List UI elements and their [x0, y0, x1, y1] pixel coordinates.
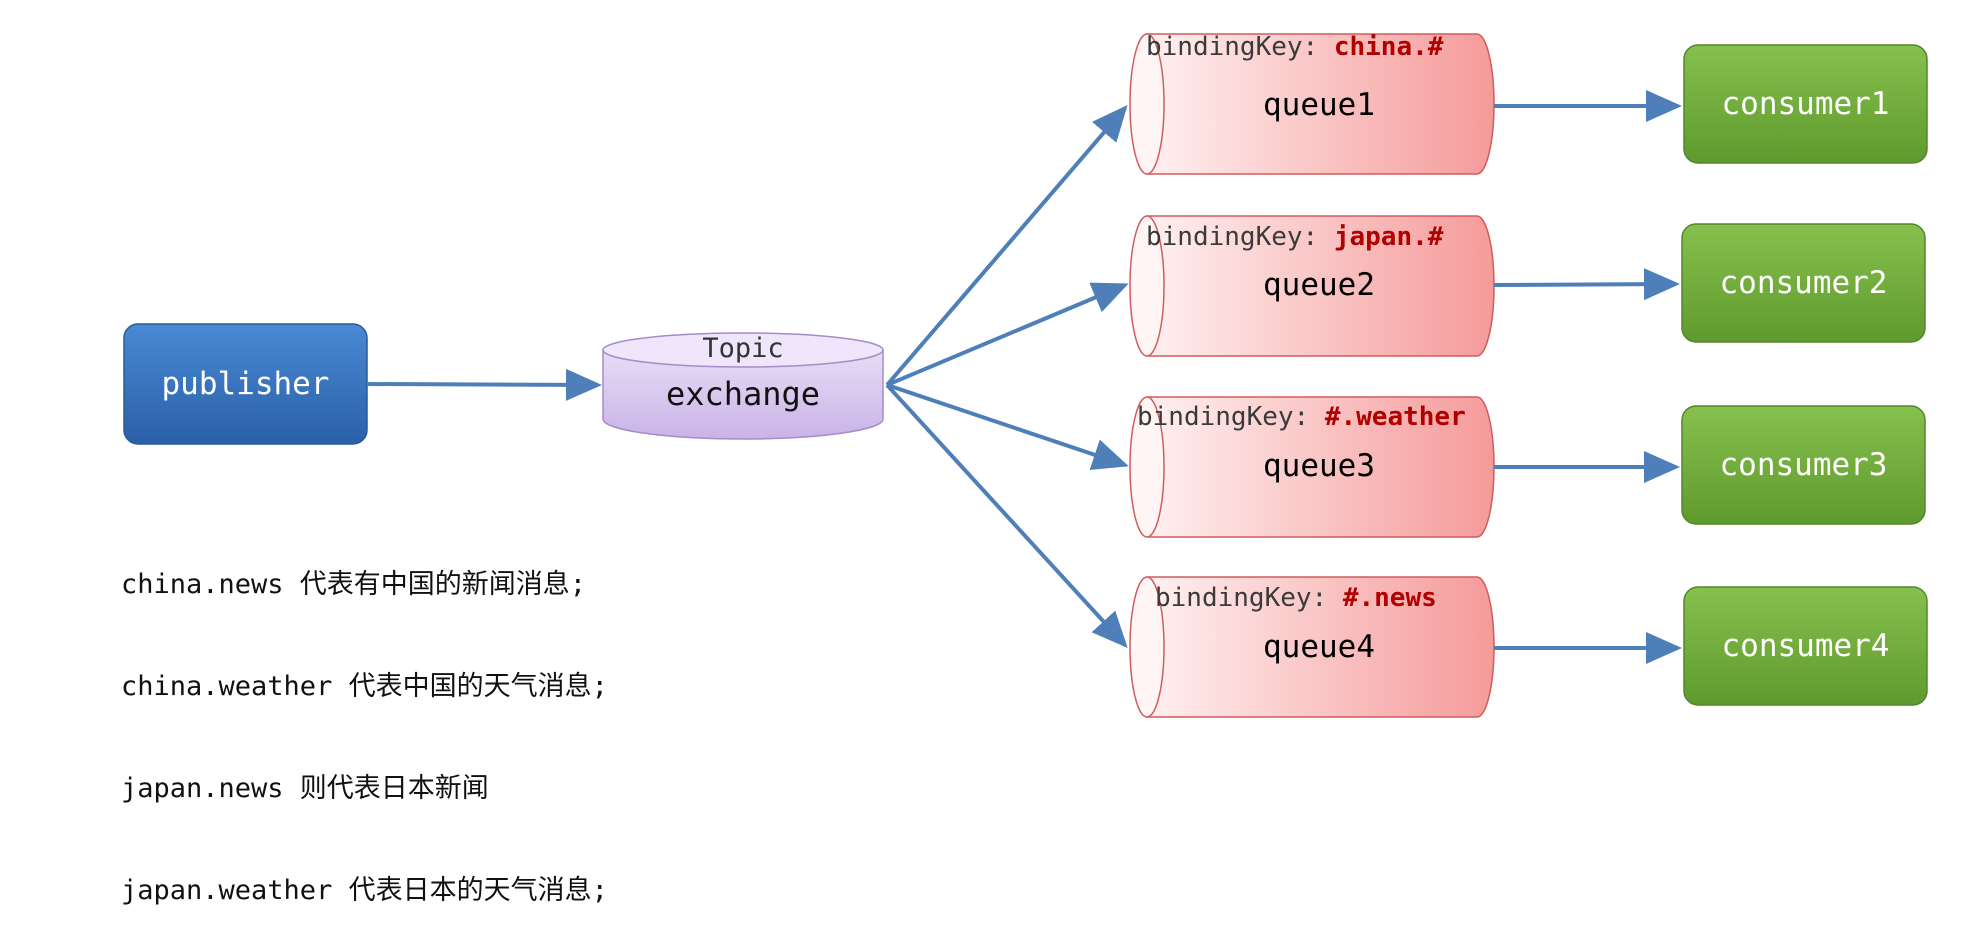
queue2-binding-pattern: japan.#: [1333, 222, 1444, 252]
queue2-binding-prefix: bindingKey:: [1146, 222, 1334, 252]
publisher-label: publisher: [161, 366, 330, 402]
queue1-binding-prefix: bindingKey:: [1146, 32, 1334, 62]
note-line: japan.weather 代表日本的天气消息;: [121, 875, 608, 906]
note-line: japan.news 则代表日本新闻: [121, 773, 489, 804]
queue4-cylinder: [1129, 576, 1495, 718]
routing-key-notes: china.news 代表有中国的新闻消息; china.weather 代表中…: [121, 500, 608, 942]
arrow-exchange-queue3: [886, 383, 1129, 470]
topic-exchange-diagram: [123, 33, 1928, 718]
queue1-binding-pattern: china.#: [1333, 32, 1444, 62]
queue4-binding-pattern: #.news: [1342, 583, 1437, 613]
consumer3-label: consumer3: [1719, 447, 1888, 483]
note-line: china.weather 代表中国的天气消息;: [121, 671, 608, 702]
note-line: china.news 代表有中国的新闻消息;: [121, 569, 587, 600]
queue2-name: queue2: [1263, 267, 1375, 303]
arrow-exchange-queue1: [885, 104, 1128, 387]
arrow-exchange-queue2: [886, 282, 1129, 387]
queue3-cylinder: [1129, 396, 1495, 538]
consumer4-box: [1683, 586, 1928, 706]
consumer2-label: consumer2: [1719, 265, 1888, 301]
arrow-publisher-exchange: [366, 368, 602, 401]
exchange-cylinder: [602, 332, 884, 440]
arrow-queue2-consumer2: [1493, 268, 1680, 301]
queue2-binding-key: bindingKey: japan.#: [1146, 222, 1443, 252]
consumer1-label: consumer1: [1721, 86, 1890, 122]
queue3-binding-pattern: #.weather: [1324, 402, 1466, 432]
queue4-name: queue4: [1263, 629, 1375, 665]
queue3-binding-prefix: bindingKey:: [1137, 402, 1325, 432]
queue1-name: queue1: [1263, 87, 1375, 123]
queue1-binding-key: bindingKey: china.#: [1146, 32, 1443, 62]
queue4-binding-key: bindingKey: #.news: [1155, 583, 1437, 613]
consumer2-box: [1681, 223, 1926, 343]
queue4-binding-prefix: bindingKey:: [1155, 583, 1343, 613]
queue1-cylinder: [1129, 33, 1495, 175]
exchange-type-label: Topic: [702, 333, 784, 364]
queue3-name: queue3: [1263, 448, 1375, 484]
arrow-exchange-queue4: [885, 383, 1128, 648]
consumer1-box: [1683, 44, 1928, 164]
consumer3-box: [1681, 405, 1926, 525]
exchange-name-label: exchange: [665, 375, 821, 413]
queue2-cylinder: [1129, 215, 1495, 357]
queue3-binding-key: bindingKey: #.weather: [1137, 402, 1466, 432]
consumer4-label: consumer4: [1721, 628, 1890, 664]
